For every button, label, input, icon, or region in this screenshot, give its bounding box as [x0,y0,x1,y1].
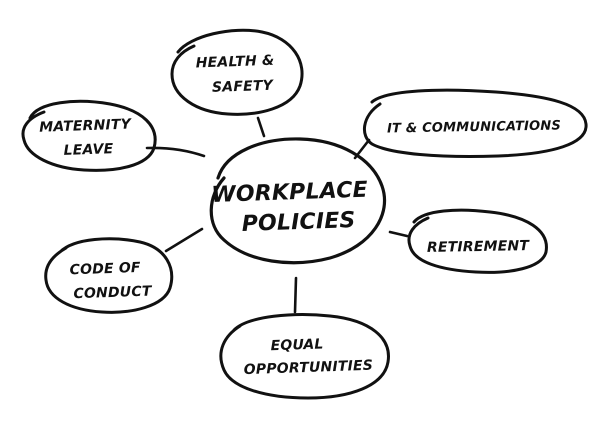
connector-equal-opportunities [293,276,298,314]
node-label-equal-opportunities-line-1: EQUAL [270,336,323,354]
node-oval-maternity-leave [21,99,157,172]
central-label-line-1: WORKPLACE [211,178,368,208]
node-label-code-of-conduct: CODE OF CONDUCT [69,260,153,303]
node-it-communications: IT & COMMUNICATIONS [363,88,588,158]
node-label-health-safety-line-1: HEALTH & [195,53,274,72]
central-label-line-2: POLICIES [241,208,356,237]
connector-code-of-conduct [164,227,204,253]
node-label-health-safety: HEALTH & SAFETY [195,53,280,97]
node-health-safety: HEALTH & SAFETY [170,28,304,116]
node-maternity-leave: MATERNITY LEAVE [21,99,157,172]
node-label-maternity-leave: MATERNITY LEAVE [39,116,137,159]
node-label-maternity-leave-line-1: MATERNITY [39,117,133,136]
node-label-it-communications: IT & COMMUNICATIONS [387,118,561,136]
node-label-retirement-line-1: RETIREMENT [427,238,531,256]
node-code-of-conduct: CODE OF CONDUCT [44,237,174,314]
node-label-maternity-leave-line-2: LEAVE [63,141,114,159]
node-oval-retirement [407,208,548,274]
node-label-code-of-conduct-line-2: CONDUCT [73,284,153,303]
central-node: WORKPLACE POLICIES [209,137,387,265]
node-oval-code-of-conduct [44,237,174,314]
node-retirement: RETIREMENT [407,208,548,274]
node-label-equal-opportunities-line-2: OPPORTUNITIES [244,358,374,379]
node-oval-it-communications [363,88,588,158]
node-label-health-safety-line-2: SAFETY [212,78,275,96]
central-oval [209,137,387,265]
central-label: WORKPLACE POLICIES [211,177,377,238]
node-label-it-communications-line-1: IT & COMMUNICATIONS [387,118,561,136]
node-oval-equal-opportunities [219,313,390,400]
connector-retirement [388,230,409,238]
node-label-retirement: RETIREMENT [427,238,531,256]
node-label-equal-opportunities: EQUAL OPPORTUNITIES [243,335,374,378]
node-equal-opportunities: EQUAL OPPORTUNITIES [219,313,390,400]
connector-health-safety [256,116,266,138]
node-oval-health-safety [170,28,304,116]
node-label-code-of-conduct-line-1: CODE OF [69,260,141,278]
connector-maternity-leave [145,146,206,158]
